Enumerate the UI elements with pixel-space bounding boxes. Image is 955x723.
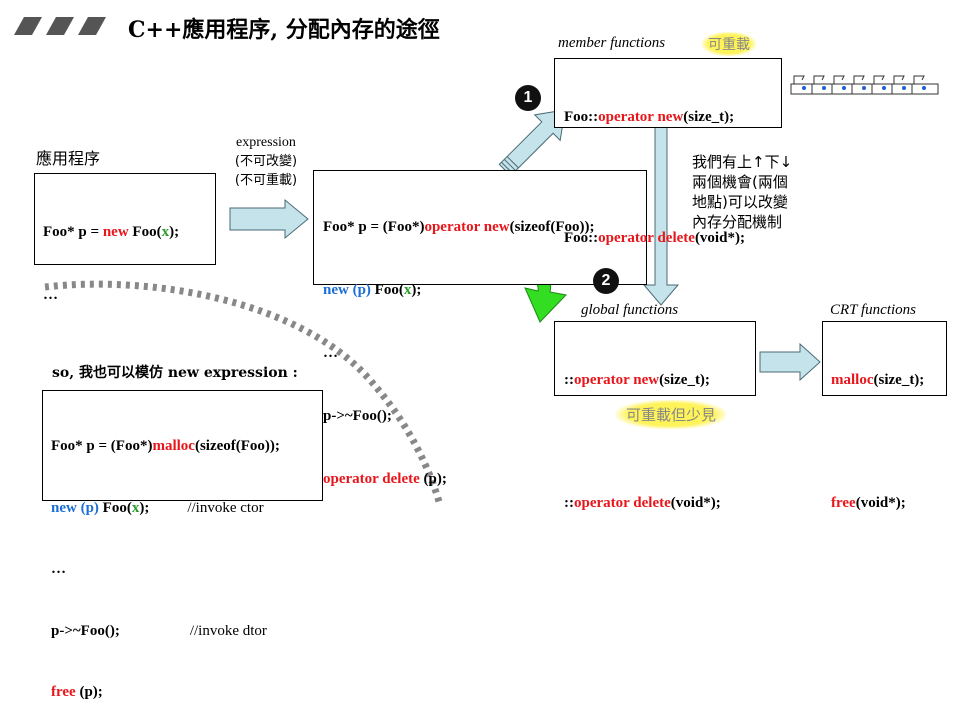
global-code-line-2: ::operator delete(void*); bbox=[564, 495, 721, 511]
expr-code-box: Foo* p = (Foo*)operator new(sizeof(Foo))… bbox=[313, 170, 647, 487]
app-code-line-1: Foo* p = new Foo(x); bbox=[43, 224, 180, 240]
arrow-global-to-crt bbox=[759, 342, 821, 382]
global-code-box: ::operator new(size_t); ::operator delet… bbox=[554, 321, 756, 511]
side-note: 我們有上↑下↓ 兩個機會(兩個 地點)可以改變 內存分配機制 bbox=[692, 153, 793, 231]
expression-label: expression (不可改變) (不可重載) bbox=[234, 135, 298, 188]
crt-code-line-1: malloc(size_t); bbox=[831, 372, 925, 388]
app-code-box: Foo* p = new Foo(x); … delete p; bbox=[34, 173, 216, 429]
member-code-box: Foo::operator new(size_t); Foo::operator… bbox=[554, 58, 782, 246]
badge-1: 1 bbox=[515, 85, 541, 111]
badge-2: 2 bbox=[593, 268, 619, 294]
imitate-code-line-1: Foo* p = (Foo*)malloc(sizeof(Foo)); bbox=[51, 438, 280, 454]
crt-functions-label: CRT functions bbox=[830, 302, 916, 318]
expr-code-line-1: Foo* p = (Foo*)operator new(sizeof(Foo))… bbox=[323, 219, 595, 235]
dotted-separator-curve bbox=[44, 280, 444, 506]
slash-bars-icon bbox=[14, 17, 106, 35]
imitate-code-line-4: p->~Foo();//invoke dtor bbox=[51, 622, 267, 639]
page-title: C++應用程序, 分配內存的途徑 bbox=[128, 17, 440, 43]
arrow-member-to-global bbox=[642, 126, 680, 306]
imitate-code-line-2: new (p) Foo(x);//invoke ctor bbox=[51, 499, 264, 516]
global-functions-label: global functions bbox=[581, 302, 679, 318]
crt-code-box: malloc(size_t); free(void*); bbox=[822, 321, 947, 511]
global-note-highlight: 可重載但少見 bbox=[616, 400, 727, 429]
member-code-line-2: Foo::operator delete(void*); bbox=[564, 230, 745, 246]
crt-code-line-2: free(void*); bbox=[831, 495, 906, 511]
arrow-app-to-expr bbox=[229, 198, 309, 240]
expr-code-line-5: operator delete (p); bbox=[323, 471, 447, 487]
member-functions-label: member functions bbox=[558, 35, 666, 51]
app-label: 應用程序 bbox=[36, 149, 101, 168]
title-decoration bbox=[8, 15, 108, 42]
expr-code-line-2: new (p) Foo(x); bbox=[323, 282, 422, 298]
app-code-line-2: … bbox=[43, 287, 58, 303]
memory-blocks-icon bbox=[790, 75, 939, 95]
member-note-highlight: 可重載 bbox=[702, 32, 756, 56]
member-code-line-1: Foo::operator new(size_t); bbox=[564, 109, 735, 125]
expr-code-line-4: p->~Foo(); bbox=[323, 408, 392, 424]
expr-code-line-3: … bbox=[323, 345, 338, 361]
imitate-label: so, 我也可以模仿 new expression : bbox=[52, 365, 298, 381]
global-code-line-1: ::operator new(size_t); bbox=[564, 372, 710, 388]
imitate-code-box: Foo* p = (Foo*)malloc(sizeof(Foo)); new … bbox=[42, 390, 323, 700]
imitate-code-line-5: free (p); bbox=[51, 684, 103, 700]
imitate-code-line-3: … bbox=[51, 561, 66, 577]
